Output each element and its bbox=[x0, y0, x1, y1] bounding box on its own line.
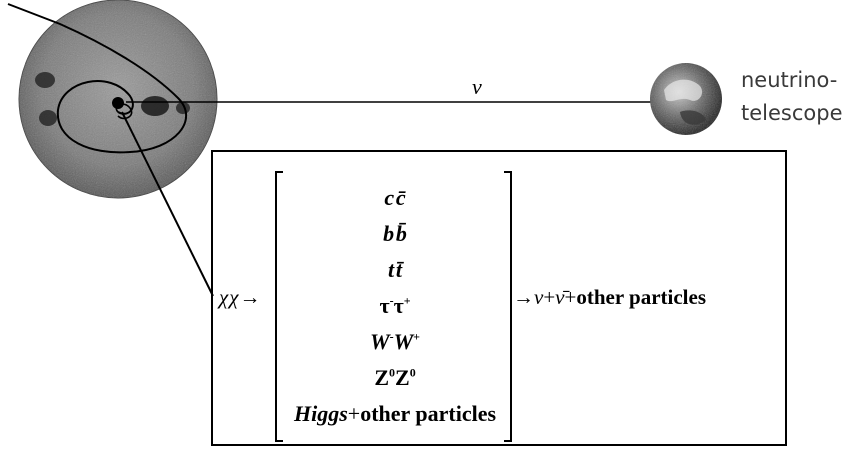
neutrino-telescope-label: neutrino- telescope bbox=[741, 64, 843, 130]
channel-ww: W-W+ bbox=[370, 329, 420, 354]
channel-tt: t t̄ bbox=[387, 257, 403, 282]
sun-globe bbox=[18, 0, 218, 199]
wimp-orbit-path bbox=[7, 3, 188, 154]
zoom-connector-line bbox=[121, 111, 214, 297]
channel-tautau: τ-τ+ bbox=[379, 293, 411, 318]
reaction-lhs: χχ→ bbox=[219, 285, 260, 310]
wimp-pair: χχ bbox=[219, 285, 240, 309]
channel-bb: b b̄ bbox=[383, 221, 407, 246]
rhs-arrow: → bbox=[513, 285, 534, 309]
rhs-neutrino: ν bbox=[534, 285, 544, 309]
earth-globe bbox=[650, 63, 722, 135]
rhs-other-particles: other particles bbox=[576, 285, 707, 309]
annihilation-channels: c c̄ b b̄ t t̄ τ-τ+ W-W+ Z0Z0 Higgs+othe… bbox=[280, 180, 510, 432]
rhs-plus-1: + bbox=[543, 285, 556, 309]
lhs-arrow: → bbox=[239, 285, 261, 309]
annihilation-process-box bbox=[211, 150, 787, 446]
channel-zz: Z0Z0 bbox=[374, 365, 416, 390]
rhs-antineutrino: ν̄ bbox=[555, 285, 565, 309]
channel-cc: c c̄ bbox=[384, 185, 406, 210]
channel-higgs: Higgs+other particles bbox=[293, 401, 497, 426]
telescope-label-line2: telescope bbox=[741, 101, 843, 125]
neutrino-symbol: ν bbox=[472, 74, 482, 99]
rhs-plus-2: + bbox=[564, 285, 577, 309]
right-bracket bbox=[504, 171, 512, 442]
telescope-label-line1: neutrino- bbox=[741, 68, 838, 92]
left-bracket bbox=[275, 171, 283, 442]
reaction-rhs: →ν+ν̄+other particles bbox=[513, 285, 706, 310]
